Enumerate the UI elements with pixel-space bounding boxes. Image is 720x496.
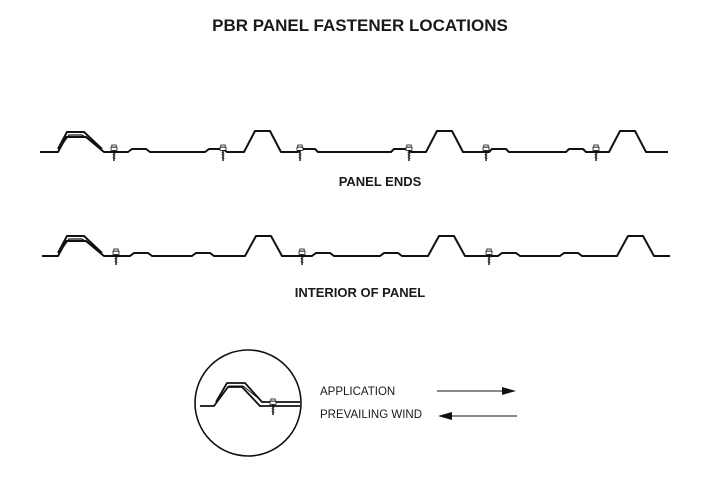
interior-label: INTERIOR OF PANEL — [294, 285, 426, 300]
panel-ends-label: PANEL ENDS — [338, 174, 422, 189]
fastener-screw-icon — [219, 144, 227, 162]
detail-circle — [194, 349, 302, 457]
prevailing-wind-arrow-icon — [438, 412, 517, 420]
legend-prevailing-wind: PREVAILING WIND — [320, 409, 423, 421]
interior-profile — [42, 235, 670, 257]
diagram-title: PBR PANEL FASTENER LOCATIONS — [212, 16, 508, 35]
panel-ends-profile — [40, 130, 668, 153]
legend-application: APPLICATION — [320, 386, 396, 398]
application-arrow-icon — [437, 387, 516, 395]
